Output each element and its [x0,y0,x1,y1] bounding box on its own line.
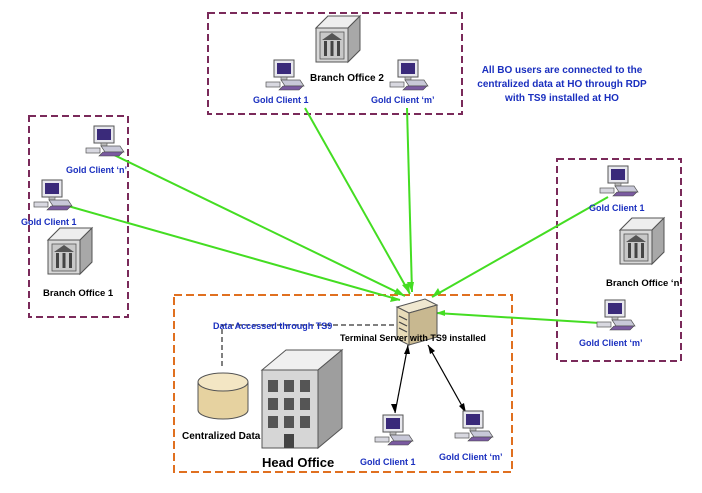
terminal-server-label: Terminal Server with TS9 installed [340,333,486,343]
bo1-clientn-computer-icon [85,125,125,157]
bo2-clientm-label: Gold Client ‘m’ [371,95,435,105]
link-bo2-client1 [304,107,411,295]
rdp-links [67,107,609,324]
link-arrowheads [390,282,445,316]
ho-client1-label: Gold Client 1 [360,457,416,467]
bon-client1-label: Gold Client 1 [589,203,645,213]
branch-office-2-building-icon [315,15,361,63]
ho-client1-computer-icon [374,414,414,446]
note-line-3: with TS9 installed at HO [504,93,619,104]
centralized-data-database-icon [197,372,249,420]
head-office-title: Head Office [262,455,334,470]
note-line-2: centralized data at HO through RDP [477,79,647,90]
branch-office-2-title: Branch Office 2 [310,73,384,84]
bo2-client1-label: Gold Client 1 [253,95,309,105]
bo1-client1-label: Gold Client 1 [21,217,77,227]
bo1-client1-computer-icon [33,179,73,211]
link-bon-clientm [435,312,601,324]
branch-office-1-box [28,115,129,318]
bon-clientm-label: Gold Client ‘m’ [579,338,643,348]
bo2-client1-computer-icon [265,59,305,91]
link-bo2-clientm [406,107,413,293]
link-bon-client1 [431,196,609,298]
branch-office-n-box [556,158,682,362]
data-access-line [221,324,394,368]
data-access-label: Data Accessed through TS9 [213,321,332,331]
branch-office-1-title: Branch Office 1 [43,288,114,299]
ho-clientm-computer-icon [454,410,494,442]
bon-clientm-computer-icon [596,299,636,331]
head-office-box [173,294,513,473]
bo2-clientm-computer-icon [389,59,429,91]
branch-office-1-building-icon [47,227,93,275]
ho-links [394,344,467,414]
ho-clientm-label: Gold Client ‘m’ [439,452,503,462]
branch-office-n-building-icon [619,217,665,265]
terminal-server-icon [395,298,439,346]
link-bo1-clientn [109,152,406,297]
bon-client1-computer-icon [599,165,639,197]
head-office-building-icon [260,348,344,450]
link-bo1-client1 [67,205,401,301]
note-line-1: All BO users are connected to the [482,65,643,76]
branch-office-n-title: Branch Office ‘n’ [606,278,682,289]
centralized-data-label: Centralized Data [182,431,261,442]
branch-office-2-box [207,12,463,115]
bo1-clientn-label: Gold Client ‘n’ [66,165,127,175]
